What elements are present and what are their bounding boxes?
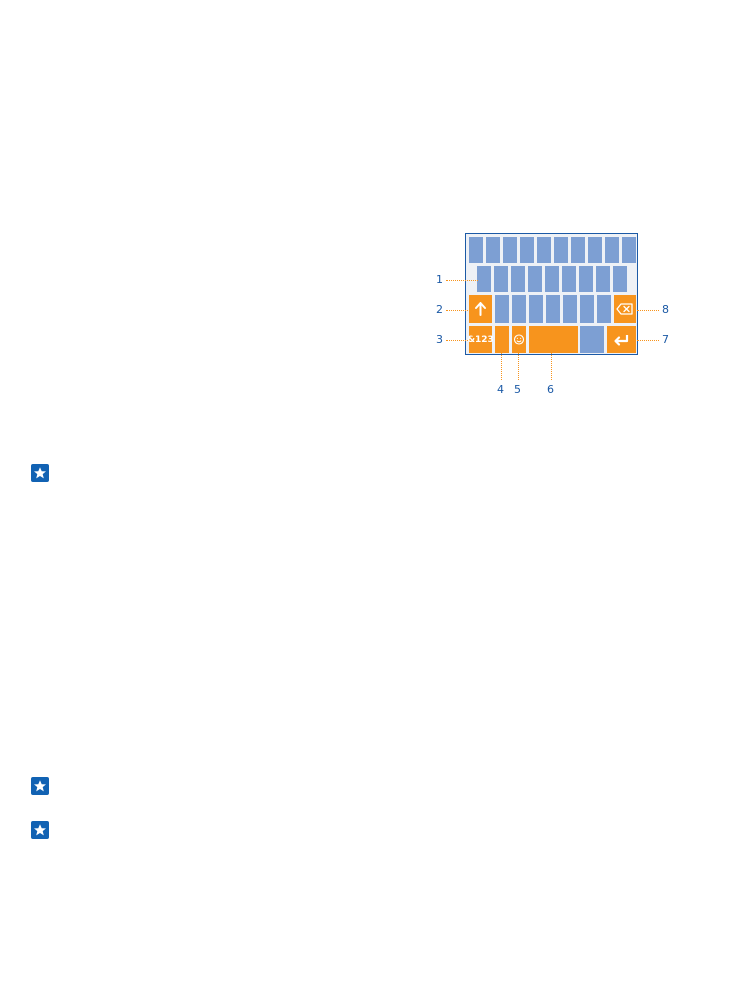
letter-key xyxy=(511,266,525,292)
letter-key xyxy=(520,237,534,263)
letter-key xyxy=(503,237,517,263)
letter-key xyxy=(495,295,509,323)
shift-key xyxy=(469,295,492,323)
callout-1: 1 xyxy=(436,273,443,286)
letter-key xyxy=(554,237,568,263)
callout-4: 4 xyxy=(497,383,504,396)
callout-5-leader xyxy=(518,353,519,380)
callout-7-leader xyxy=(637,340,659,341)
letter-key xyxy=(537,237,551,263)
callout-8: 8 xyxy=(662,303,669,316)
letter-key xyxy=(596,266,610,292)
letter-key xyxy=(562,266,576,292)
letter-key xyxy=(528,266,542,292)
tip-star-icon xyxy=(31,464,49,482)
callout-3-leader xyxy=(446,340,468,341)
callout-1-leader xyxy=(446,280,478,281)
letter-key xyxy=(529,295,543,323)
keyboard-diagram: &123 xyxy=(465,233,638,355)
letter-key xyxy=(477,266,491,292)
smiley-icon xyxy=(512,326,526,353)
period-key xyxy=(580,326,604,353)
callout-8-leader xyxy=(637,310,659,311)
letter-key xyxy=(571,237,585,263)
callout-6: 6 xyxy=(547,383,554,396)
enter-icon xyxy=(607,326,636,353)
letter-key xyxy=(597,295,611,323)
comma-key xyxy=(495,326,509,353)
numbers-key-label: &123 xyxy=(467,334,494,345)
enter-key xyxy=(607,326,636,353)
tip-star-icon xyxy=(31,777,49,795)
letter-key xyxy=(563,295,577,323)
callout-2: 2 xyxy=(436,303,443,316)
callout-3: 3 xyxy=(436,333,443,346)
letter-key xyxy=(613,266,627,292)
letter-key xyxy=(486,237,500,263)
letter-key xyxy=(512,295,526,323)
tip-star-icon xyxy=(31,821,49,839)
numbers-key: &123 xyxy=(467,326,494,353)
callout-6-leader xyxy=(551,353,552,380)
letter-key xyxy=(469,237,483,263)
letter-key xyxy=(546,295,560,323)
callout-2-leader xyxy=(446,310,468,311)
arrow-up-icon xyxy=(469,295,492,323)
backspace-icon xyxy=(614,295,636,323)
letter-key xyxy=(545,266,559,292)
callout-4-leader xyxy=(501,353,502,380)
letter-key xyxy=(580,295,594,323)
letter-key xyxy=(588,237,602,263)
letter-key xyxy=(605,237,619,263)
space-key xyxy=(529,326,578,353)
emoji-key xyxy=(512,326,526,353)
letter-key xyxy=(622,237,636,263)
letter-key xyxy=(579,266,593,292)
callout-5: 5 xyxy=(514,383,521,396)
backspace-key xyxy=(614,295,636,323)
callout-7: 7 xyxy=(662,333,669,346)
letter-key xyxy=(494,266,508,292)
